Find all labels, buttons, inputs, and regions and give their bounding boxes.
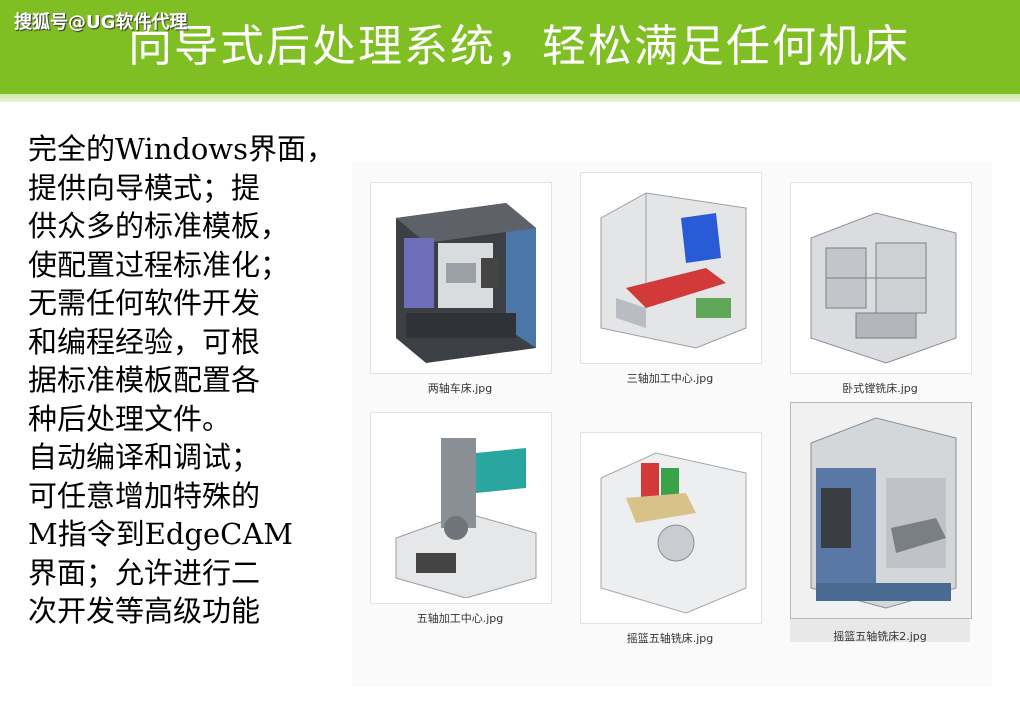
body-line: 无需任何软件开发 <box>28 286 261 320</box>
thumbnail-frame <box>790 182 972 374</box>
body-line: 和编程经验，可根 <box>28 324 261 359</box>
slide-title: 向导式后处理系统，轻松满足任何机床 <box>128 21 910 72</box>
watermark: 搜狐号@UG软件代理 <box>14 12 188 33</box>
thumbnail-frame <box>370 182 552 374</box>
body-line: 供众多的标准模板， <box>28 209 290 243</box>
body-line: 可任意增加特殊的 <box>28 478 261 513</box>
three-axis-machining-center-image <box>600 192 747 349</box>
thumbnail-frame <box>370 412 552 604</box>
thumbnail-frame <box>580 432 762 624</box>
gallery-item-horizontal-boring[interactable]: 卧式镗铣床.jpg <box>790 182 972 397</box>
lathe-image <box>396 203 536 363</box>
body-line: M指令到EdgeCAM <box>28 517 293 551</box>
body-line: 次开发等高级功能 <box>28 594 261 628</box>
five-axis-machining-center-image <box>395 438 537 598</box>
image-gallery: 两轴车床.jpg 三轴加工中心.jpg 卧式镗铣床 <box>352 162 992 687</box>
body-line: 界面；允许进行二 <box>28 555 261 590</box>
body-line: 自动编译和调试； <box>28 440 261 474</box>
body-line: 提供向导模式；提 <box>28 170 261 205</box>
gallery-caption: 三轴加工中心.jpg <box>626 372 714 385</box>
gallery-item-cradle-five-axis-2[interactable]: 摇篮五轴铣床2.jpg <box>790 402 972 643</box>
header-divider <box>0 94 1020 102</box>
gallery-item-three-axis[interactable]: 三轴加工中心.jpg <box>580 172 762 387</box>
gallery-item-lathe[interactable]: 两轴车床.jpg <box>370 182 552 397</box>
gallery-caption: 摇篮五轴铣床2.jpg <box>833 630 927 643</box>
body-line: 完全的Windows界面， <box>28 132 335 166</box>
cradle-five-axis-mill-image <box>600 452 747 614</box>
gallery-item-five-axis[interactable]: 五轴加工中心.jpg <box>370 412 552 627</box>
thumbnail-frame <box>790 402 972 619</box>
body-line: 种后处理文件。 <box>28 401 232 436</box>
gallery-item-cradle-five-axis[interactable]: 摇篮五轴铣床.jpg <box>580 432 762 647</box>
horizontal-boring-mill-image <box>810 212 957 364</box>
gallery-caption: 五轴加工中心.jpg <box>416 612 504 625</box>
body-line: 据标准模板配置各 <box>28 363 261 397</box>
gallery-caption: 卧式镗铣床.jpg <box>842 382 918 395</box>
header-bar <box>0 0 1020 94</box>
body-line: 使配置过程标准化； <box>28 247 290 282</box>
thumbnail-frame <box>580 172 762 364</box>
cradle-five-axis-mill-2-image <box>810 417 957 609</box>
gallery-caption: 摇篮五轴铣床.jpg <box>626 632 714 645</box>
body-text: 完全的Windows界面， 提供向导模式；提 供众多的标准模板， 使配置过程标准… <box>28 130 348 631</box>
gallery-caption: 两轴车床.jpg <box>427 382 493 395</box>
